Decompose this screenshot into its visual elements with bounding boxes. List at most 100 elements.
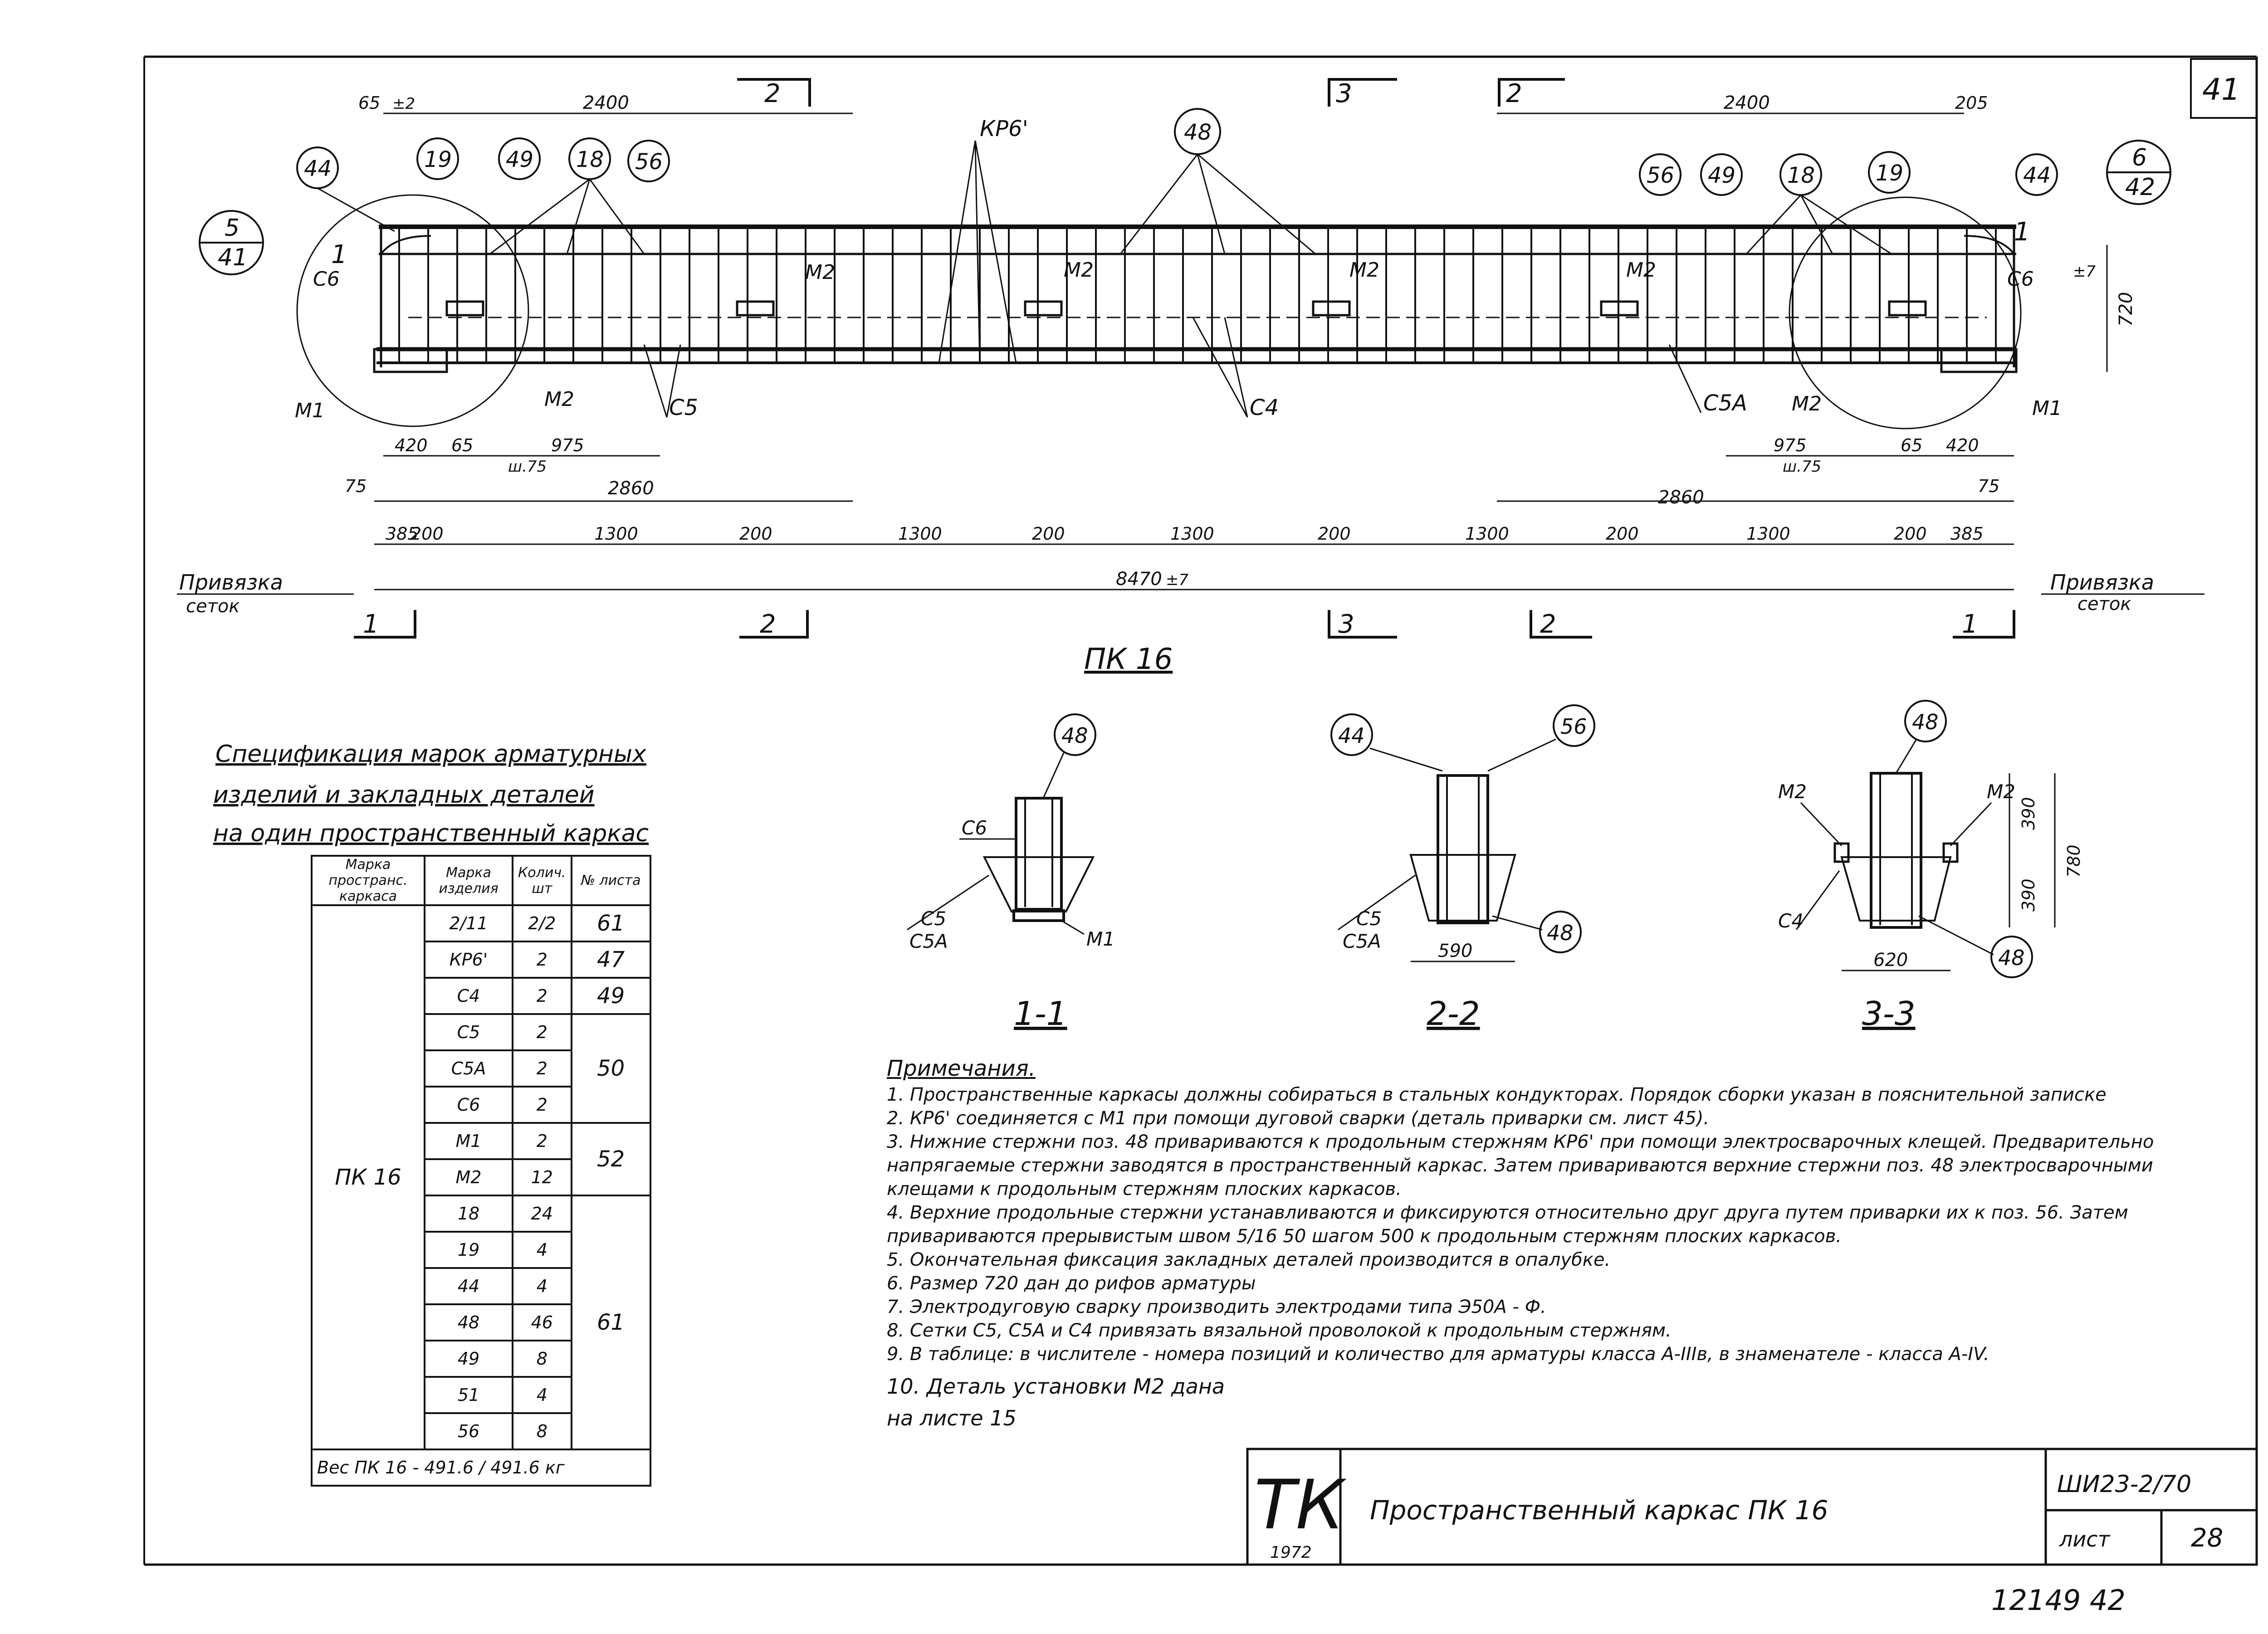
bubble-19-left: 19 xyxy=(424,147,452,172)
spec-qty: 2 xyxy=(512,977,572,1015)
section-cut-marks xyxy=(354,78,2015,639)
stamp-year: 1972 xyxy=(1270,1543,1312,1562)
detail-left-top: 5 xyxy=(225,215,240,242)
bubble-18-right: 18 xyxy=(1787,163,1815,188)
section-3-3-dim-390-bottom: 390 xyxy=(2019,878,2038,912)
label-m1-right: М1 xyxy=(2032,397,2062,420)
stamp-series: ШИ23-2/70 xyxy=(2057,1471,2191,1498)
bubble-49-right: 49 xyxy=(1708,163,1735,188)
spec-table: Марка пространс. каркаса Марка изделия К… xyxy=(311,855,651,1487)
stamp-sheet-label: лист xyxy=(2059,1527,2111,1551)
detail-right-top: 6 xyxy=(2132,144,2147,171)
section-2-2-label-c5a: С5А xyxy=(1343,930,1381,952)
spec-qty: 2 xyxy=(512,1013,572,1051)
spec-item: С6 xyxy=(424,1086,513,1124)
dim-200-5: 200 xyxy=(1606,524,1639,544)
note-item: 6. Размер 720 дан до рифов арматуры xyxy=(887,1273,1256,1294)
bubble-56-right: 56 xyxy=(1647,163,1674,188)
bubbles-left xyxy=(296,137,670,255)
label-m2-5: М2 xyxy=(544,388,574,411)
note-item: 9. В таблице: в числителе - номера позиц… xyxy=(887,1344,1989,1365)
label-kr6: КР6' xyxy=(980,116,1028,141)
spec-title-line-1: Спецификация марок арматурных xyxy=(215,741,647,768)
dim-720: 720 xyxy=(2116,292,2136,327)
dim-1300-1: 1300 xyxy=(594,524,638,544)
dim-pm7-total: ±7 xyxy=(1166,571,1188,589)
spec-item: 18 xyxy=(424,1195,513,1233)
label-setok-right: сеток xyxy=(2077,594,2131,615)
label-m2-3: М2 xyxy=(1349,259,1379,282)
spec-item: С5А xyxy=(424,1049,513,1088)
dim-2400-right: 2400 xyxy=(1724,93,1770,113)
spec-weight: Вес ПК 16 - 491.6 / 491.6 кг xyxy=(311,1449,651,1487)
spec-qty: 8 xyxy=(512,1412,572,1450)
spec-header-item-mark: Марка изделия xyxy=(424,855,513,906)
dim-2860-left: 2860 xyxy=(608,478,654,499)
section-1-1-label-c6: С6 xyxy=(962,817,987,839)
spec-qty: 4 xyxy=(512,1231,572,1269)
section-3-3-bubble-48-bottom: 48 xyxy=(1998,946,2025,970)
dim-8470: 8470 xyxy=(1116,569,1162,590)
bubbles-right xyxy=(1639,151,2058,255)
notes-block: Примечания. 1. Пространственные каркасы … xyxy=(887,1057,2239,1434)
section-1-1-label-m1: М1 xyxy=(1086,928,1115,950)
section-3-3-label-c4: С4 xyxy=(1778,910,1804,932)
dim-65-right: 65 xyxy=(1901,435,1922,455)
dim-1300-4: 1300 xyxy=(1465,524,1509,544)
section-1-1-label-c5: С5 xyxy=(921,907,946,930)
bubble-56-left: 56 xyxy=(635,149,663,175)
section-1-1-drawing xyxy=(907,713,1096,935)
spec-item: 19 xyxy=(424,1231,513,1269)
dim-1300-3: 1300 xyxy=(1170,524,1214,544)
spec-qty: 2 xyxy=(512,1049,572,1088)
spec-sheet: 50 xyxy=(570,1013,651,1124)
label-1-left: 1 xyxy=(331,240,347,269)
label-c6-right: С6 xyxy=(2007,268,2034,291)
section-3-3-title: 3-3 xyxy=(1862,995,1916,1033)
cut-mark-top-3: 3 xyxy=(1336,79,1352,108)
spec-item: 56 xyxy=(424,1412,513,1450)
dim-65-left: 65 xyxy=(451,435,473,455)
dim-420-right: 420 xyxy=(1946,435,1979,455)
detail-right-bottom: 42 xyxy=(2125,174,2155,201)
section-1-1-label-c5a: С5А xyxy=(909,930,948,952)
spec-item: 49 xyxy=(424,1340,513,1378)
section-3-3-dim-620: 620 xyxy=(1873,950,1908,971)
dim-1300-2: 1300 xyxy=(898,524,942,544)
bubble-49-left: 49 xyxy=(506,147,533,172)
spec-qty: 4 xyxy=(512,1267,572,1305)
spec-item: КР6' xyxy=(424,941,513,979)
note-item: 8. Сетки С5, С5А и С4 привязать вязально… xyxy=(887,1320,1672,1341)
section-1-1-bubble: 48 xyxy=(1061,723,1088,748)
spec-qty: 2 xyxy=(512,1086,572,1124)
spec-sheet: 61 xyxy=(570,1195,651,1450)
spec-qty: 2/2 xyxy=(512,904,572,942)
bubble-44-right: 44 xyxy=(2023,163,2051,188)
spec-item: 51 xyxy=(424,1376,513,1414)
label-setok-left: сеток xyxy=(186,596,240,617)
dimension-lines xyxy=(374,112,2108,590)
section-2-2-label-c5: С5 xyxy=(1356,907,1382,930)
spec-header-sheet: № листа xyxy=(570,855,651,906)
label-m2-4: М2 xyxy=(1626,259,1656,282)
title-block xyxy=(1246,1448,2258,1566)
section-2-2-bubble-48: 48 xyxy=(1547,921,1574,945)
section-2-2-bubble-44: 44 xyxy=(1338,723,1365,748)
main-view-title: ПК 16 xyxy=(1084,643,1173,676)
bubble-44-left: 44 xyxy=(304,156,332,181)
spec-header-frame-mark: Марка пространс. каркаса xyxy=(311,855,425,906)
spec-title-line-2: изделий и закладных деталей xyxy=(213,781,595,809)
note-item: 3. Нижние стержни поз. 48 привариваются … xyxy=(887,1132,2154,1200)
spec-qty: 46 xyxy=(512,1303,572,1341)
note-item: 10. Деталь установки М2 дана на листе 15 xyxy=(887,1374,1225,1430)
stamp-title: Пространственный каркас ПК 16 xyxy=(1370,1495,1828,1526)
section-3-3-bubble-48-top: 48 xyxy=(1912,710,1939,734)
section-2-2-bubble-56: 56 xyxy=(1560,714,1587,739)
note-item: 7. Электродуговую сварку производить эле… xyxy=(887,1297,1546,1317)
dim-205: 205 xyxy=(1955,93,1988,113)
dim-385-right: 385 xyxy=(1950,524,1984,544)
spec-qty: 4 xyxy=(512,1376,572,1414)
section-3-3-dim-780: 780 xyxy=(2064,844,2084,878)
label-m2-6: М2 xyxy=(1792,392,1822,415)
